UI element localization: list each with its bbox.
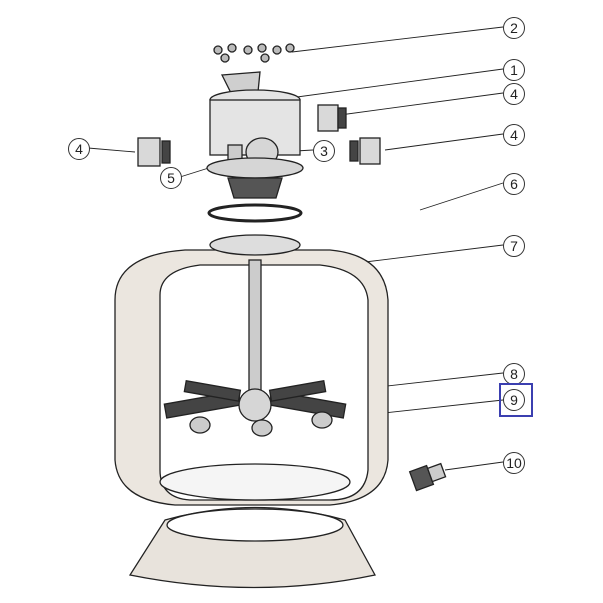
union-fittings xyxy=(137,104,381,167)
o-ring xyxy=(207,203,303,223)
callout-3: 3 xyxy=(313,140,335,162)
callout-5: 5 xyxy=(160,167,182,189)
screws xyxy=(213,43,295,63)
callout-4-left: 4 xyxy=(68,138,90,160)
drain-plug xyxy=(408,462,447,492)
callout-8: 8 xyxy=(503,363,525,385)
callout-6: 6 xyxy=(503,173,525,195)
callout-4-top: 4 xyxy=(503,83,525,105)
callout-2: 2 xyxy=(503,17,525,39)
callout-10: 10 xyxy=(503,452,525,474)
callout-7: 7 xyxy=(503,235,525,257)
multiport-valve xyxy=(206,71,304,199)
callout-9: 9 xyxy=(503,389,525,411)
highlight-box xyxy=(499,383,533,417)
tank xyxy=(114,234,389,506)
base xyxy=(128,506,376,589)
callout-4-right: 4 xyxy=(503,124,525,146)
laterals xyxy=(163,379,347,437)
callout-1: 1 xyxy=(503,59,525,81)
